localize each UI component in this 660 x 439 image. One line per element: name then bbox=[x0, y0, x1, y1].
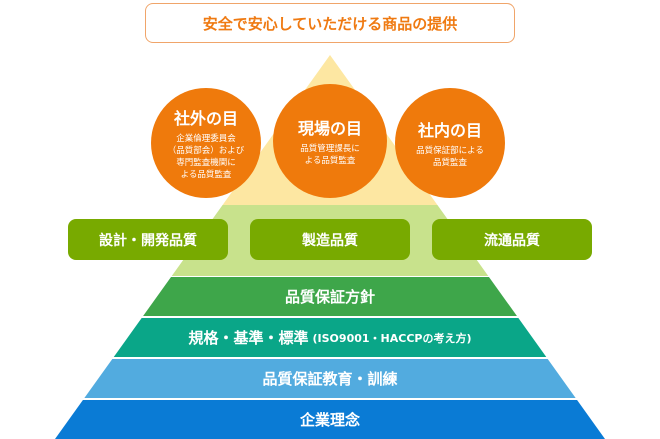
external-eye-circle: 社外の目 企業倫理委員会 （品質部会）および 専門監査機関に よる品質監査 bbox=[151, 88, 261, 198]
tier-sublabel: (ISO9001・HACCPの考え方) bbox=[312, 331, 472, 345]
internal-eye-circle: 社内の目 品質保証部による 品質監査 bbox=[395, 88, 505, 198]
circle-text: 企業倫理委員会 （品質部会）および 専門監査機関に よる品質監査 bbox=[167, 134, 245, 180]
tier-label: 品質保証教育・訓練 bbox=[262, 370, 398, 388]
circle-heading: 現場の目 bbox=[297, 119, 362, 138]
design-quality-box: 設計・開発品質 bbox=[68, 219, 228, 260]
tier-label: 規格・基準・標準 bbox=[188, 329, 309, 347]
manufacturing-quality-box: 製造品質 bbox=[250, 219, 410, 260]
tier-label: 品質保証方針 bbox=[284, 288, 375, 306]
tier-philosophy: 企業理念 bbox=[55, 400, 605, 439]
distribution-quality-box: 流通品質 bbox=[432, 219, 592, 260]
tier-policy: 品質保証方針 bbox=[55, 277, 605, 316]
circle-text: 品質管理課長に よる品質監査 bbox=[300, 144, 360, 166]
tier-education: 品質保証教育・訓練 bbox=[55, 359, 605, 398]
goal-title-box: 安全で安心していただける商品の提供 bbox=[145, 3, 515, 43]
site-eye-circle: 現場の目 品質管理課長に よる品質監査 bbox=[273, 84, 387, 198]
circle-heading: 社内の目 bbox=[417, 121, 482, 140]
tier-standards: 規格・基準・標準(ISO9001・HACCPの考え方) bbox=[55, 318, 605, 357]
circle-heading: 社外の目 bbox=[173, 109, 238, 128]
tier-label: 企業理念 bbox=[299, 411, 360, 429]
circle-text: 品質保証部による 品質監査 bbox=[416, 146, 484, 168]
